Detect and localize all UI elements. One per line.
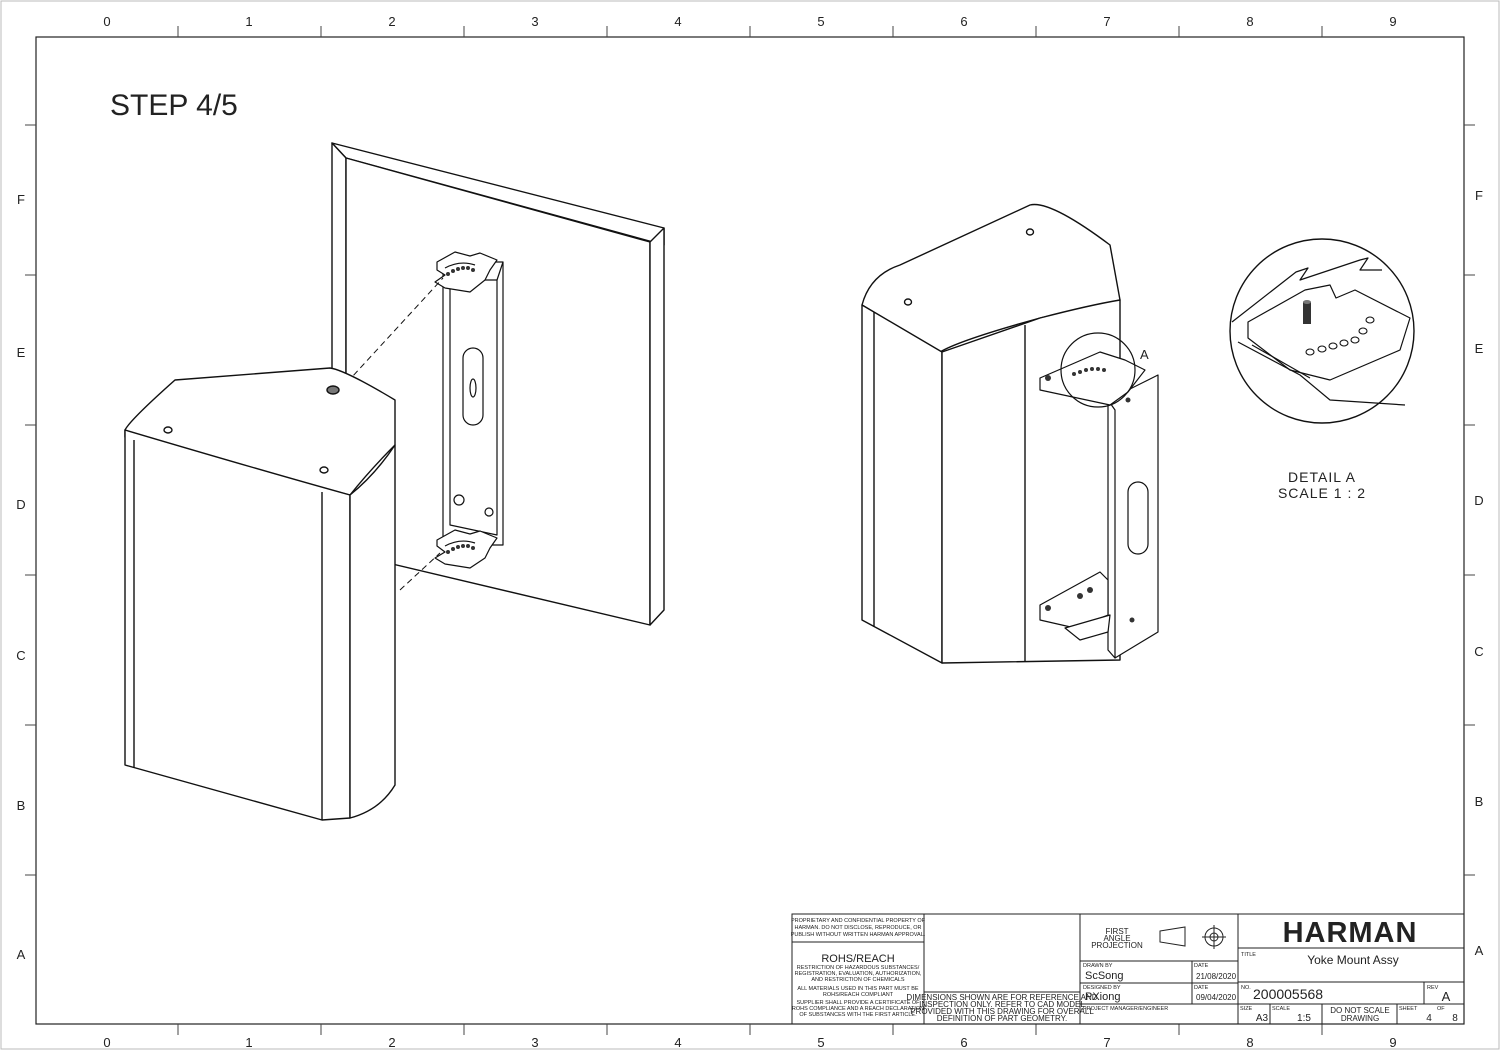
zone-col-5: 5 — [817, 14, 824, 29]
zone-row-A: A — [1475, 943, 1484, 958]
sheet-number: 4 — [1426, 1013, 1432, 1024]
supplier-note-line: OF SUBSTANCES WITH THE FIRST ARTICLE. — [799, 1012, 917, 1018]
zone-ticks — [25, 26, 1475, 1035]
speaker-enclosure-left — [124, 367, 396, 821]
zone-col-0: 0 — [103, 1035, 110, 1050]
zone-col-3: 3 — [531, 14, 538, 29]
detail-a-title: DETAIL A — [1288, 469, 1356, 485]
zone-row-D: D — [16, 497, 25, 512]
rev-label: REV — [1427, 985, 1439, 991]
drawing-scale: 1:5 — [1297, 1013, 1311, 1024]
speaker-enclosure-right — [861, 203, 1121, 664]
zone-col-9: 9 — [1389, 1035, 1396, 1050]
proprietary-note-line: PUBLISH WITHOUT WRITTEN HARMAN APPROVAL. — [791, 932, 926, 938]
dimensions-note-line: DIMENSIONS SHOWN ARE FOR REFERENCE AND — [906, 993, 1097, 1002]
designed-by-label: DESIGNED BY — [1083, 985, 1121, 991]
zone-col-5: 5 — [817, 1035, 824, 1050]
zone-row-F: F — [17, 192, 25, 207]
do-not-scale-note: DRAWING — [1341, 1014, 1379, 1023]
detail-a-scale: SCALE 1 : 2 — [1278, 485, 1366, 501]
zone-col-1: 1 — [245, 1035, 252, 1050]
row-labels-right: F E D C B A — [1474, 188, 1483, 958]
step-title: STEP 4/5 — [110, 89, 238, 122]
column-labels-top: 0 1 2 3 4 5 6 7 8 9 — [103, 14, 1396, 29]
dimensions-note-line: PROVIDED WITH THIS DRAWING FOR OVERALL — [910, 1007, 1094, 1016]
zone-row-E: E — [17, 345, 26, 360]
drawing-title: Yoke Mount Assy — [1307, 953, 1399, 967]
zone-col-7: 7 — [1103, 1035, 1110, 1050]
title-block — [791, 913, 1465, 1025]
zone-row-E: E — [1475, 341, 1484, 356]
detail-callout-label: A — [1140, 347, 1149, 362]
supplier-note-line: ROHS COMPLIANCE AND A REACH DECLARATION — [792, 1006, 924, 1012]
yoke-holes — [1045, 367, 1135, 623]
zone-row-F: F — [1475, 188, 1483, 203]
proprietary-note-line: HARMAN. DO NOT DISCLOSE, REPRODUCE, OR — [794, 925, 921, 931]
drawn-date-label: DATE — [1194, 963, 1209, 969]
zone-col-2: 2 — [388, 14, 395, 29]
zone-col-8: 8 — [1246, 1035, 1253, 1050]
projection-label: PROJECTION — [1091, 941, 1143, 950]
size-label: SIZE — [1240, 1006, 1253, 1012]
rohs-note-line: REGISTRATION, EVALUATION, AUTHORIZATION, — [795, 971, 922, 977]
drawn-by-value: ScSong — [1085, 970, 1124, 982]
brand-logo: HARMAN — [1283, 917, 1418, 949]
do-not-scale-note: DO NOT SCALE — [1330, 1006, 1389, 1015]
number-label: NO. — [1241, 985, 1251, 991]
zone-row-B: B — [17, 798, 26, 813]
zone-col-1: 1 — [245, 14, 252, 29]
rohs-compliance-line: ROHS/REACH COMPLIANT — [823, 992, 894, 998]
zone-row-D: D — [1474, 493, 1483, 508]
drawn-by-label: DRAWN BY — [1083, 963, 1113, 969]
yoke-bracket — [1039, 351, 1159, 659]
zone-row-C: C — [1474, 644, 1483, 659]
proprietary-note-line: PROPRIETARY AND CONFIDENTIAL PROPERTY OF — [791, 918, 926, 924]
designed-date-value: 09/04/2020 — [1196, 993, 1237, 1002]
zone-row-A: A — [17, 947, 26, 962]
sheet-label: SHEET — [1399, 1006, 1418, 1012]
project-manager-label: PROJECT MANAGER/ENGINEER — [1083, 1006, 1168, 1012]
zone-col-2: 2 — [388, 1035, 395, 1050]
title-label: TITLE — [1241, 952, 1256, 958]
revision: A — [1442, 989, 1451, 1004]
alignment-guides — [339, 277, 444, 591]
zone-col-6: 6 — [960, 1035, 967, 1050]
sheet-total: 8 — [1452, 1013, 1458, 1024]
scale-label: SCALE — [1272, 1006, 1290, 1012]
rohs-title: ROHS/REACH — [821, 953, 894, 965]
zone-row-C: C — [16, 648, 25, 663]
detail-callout-circle — [1060, 332, 1136, 408]
zone-col-3: 3 — [531, 1035, 538, 1050]
sheet-size: A3 — [1256, 1013, 1269, 1024]
dimensions-note-line: INSPECTION ONLY. REFER TO CAD MODEL — [919, 1000, 1085, 1009]
zone-row-B: B — [1475, 794, 1484, 809]
first-angle-projection-icon — [1159, 925, 1226, 949]
rohs-note-line: RESTRICTION OF HAZARDOUS SUBSTANCES/ — [797, 965, 920, 971]
zone-col-0: 0 — [103, 14, 110, 29]
zone-col-4: 4 — [674, 14, 681, 29]
bracket-holes-top — [446, 266, 475, 554]
projection-label: FIRST — [1105, 927, 1128, 936]
projection-label: ANGLE — [1103, 934, 1130, 943]
zone-col-9: 9 — [1389, 14, 1396, 29]
zone-col-8: 8 — [1246, 14, 1253, 29]
rohs-compliance-line: ALL MATERIALS USED IN THIS PART MUST BE — [797, 986, 918, 992]
of-label: OF — [1437, 1006, 1445, 1012]
dimensions-note-line: DEFINITION OF PART GEOMETRY. — [937, 1014, 1067, 1023]
supplier-note-line: SUPPLIER SHALL PROVIDE A CERTIFICATE OF — [796, 1000, 920, 1006]
row-labels-left: F E D C B A — [16, 192, 25, 962]
column-labels-bottom: 0 1 2 3 4 5 6 7 8 9 — [103, 1035, 1396, 1050]
zone-col-4: 4 — [674, 1035, 681, 1050]
zone-col-6: 6 — [960, 14, 967, 29]
wall-bracket — [434, 251, 504, 569]
designed-date-label: DATE — [1194, 985, 1209, 991]
rohs-note-line: AND RESTRICTION OF CHEMICALS — [811, 977, 905, 983]
detail-a-view — [1229, 238, 1415, 424]
drawn-date-value: 21/08/2020 — [1196, 972, 1237, 981]
designed-by-value: PXiong — [1085, 991, 1120, 1003]
drawing-number: 200005568 — [1253, 986, 1323, 1002]
zone-col-7: 7 — [1103, 14, 1110, 29]
